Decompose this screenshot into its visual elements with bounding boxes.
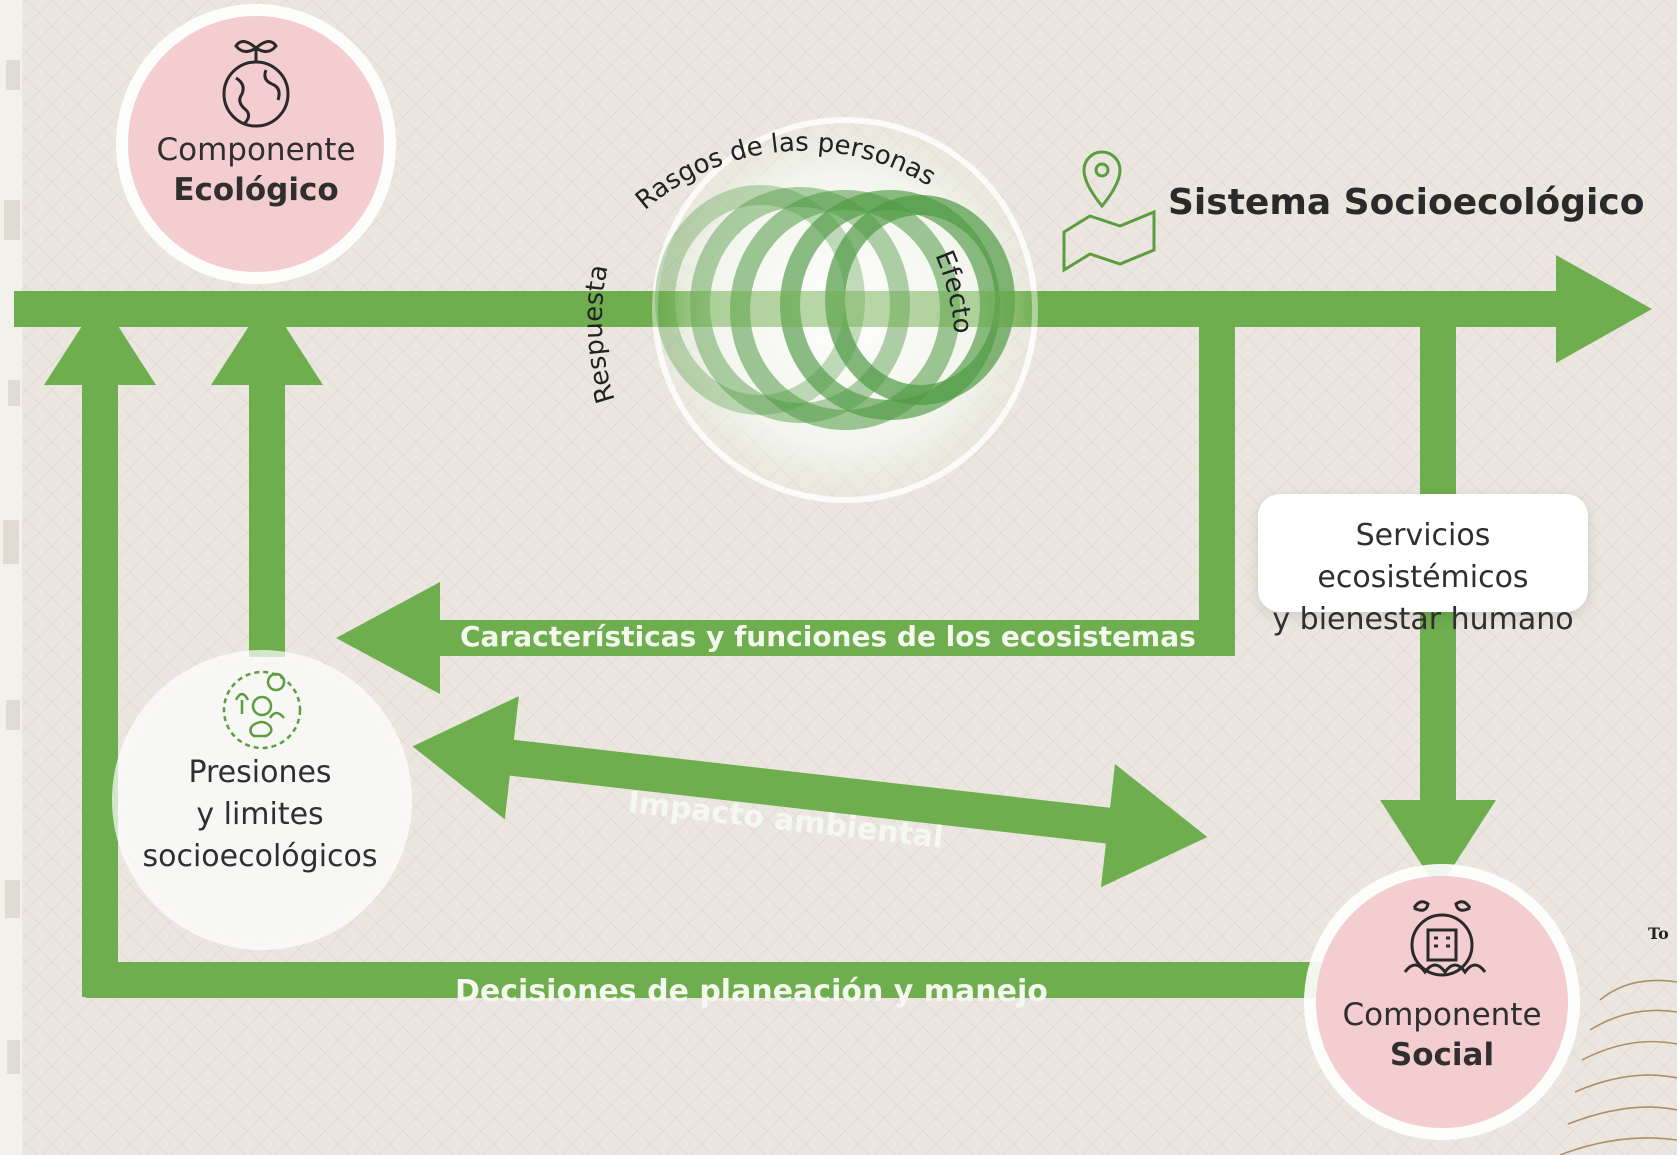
- city-community-icon: [1403, 900, 1487, 977]
- social-label: Componente Social: [1322, 995, 1562, 1075]
- globe-sprout-icon: [222, 40, 290, 128]
- social-line2: Social: [1389, 1037, 1495, 1073]
- decisiones-arrow: [82, 962, 1362, 998]
- decisiones-arrow-up: [44, 298, 156, 997]
- decisiones-label: Decisiones de planeación y manejo: [455, 974, 1048, 1009]
- feedback-loop: Rasgos de las personas Respuesta Efecto: [579, 115, 1045, 505]
- ecologico-label: Componente Ecológico: [136, 130, 376, 210]
- loop-left-label: Respuesta: [579, 262, 622, 406]
- impacto-arrow: [412, 696, 1208, 888]
- page-title: Sistema Socioecológico: [1168, 182, 1645, 223]
- social-line1: Componente: [1342, 997, 1542, 1033]
- servicios-label: Servicios ecosistémicos y bienestar huma…: [1258, 515, 1588, 641]
- map-pin-icon: [1062, 150, 1156, 273]
- social-node: [1304, 864, 1580, 1140]
- ecologico-line1: Componente: [156, 132, 356, 168]
- caracteristicas-label: Características y funciones de los ecosi…: [460, 620, 1196, 653]
- servicios-line1: Servicios ecosistémicos: [1317, 518, 1529, 595]
- presiones-line2: y limites: [196, 797, 324, 832]
- presiones-line3: socioecológicos: [142, 839, 378, 874]
- servicios-line2: y bienestar humano: [1272, 602, 1574, 637]
- servicios-box: [1258, 494, 1588, 612]
- edge-text: To: [1648, 924, 1669, 943]
- presiones-node: [112, 650, 412, 950]
- ecologico-line2: Ecológico: [173, 172, 339, 208]
- caracteristicas-arrow: [336, 309, 1235, 694]
- presiones-label: Presiones y limites socioecológicos: [130, 752, 390, 878]
- presiones-line1: Presiones: [188, 755, 332, 790]
- ecologico-node: [116, 4, 396, 284]
- presiones-arrow-up: [211, 298, 323, 657]
- nature-people-cycle-icon: [222, 670, 302, 750]
